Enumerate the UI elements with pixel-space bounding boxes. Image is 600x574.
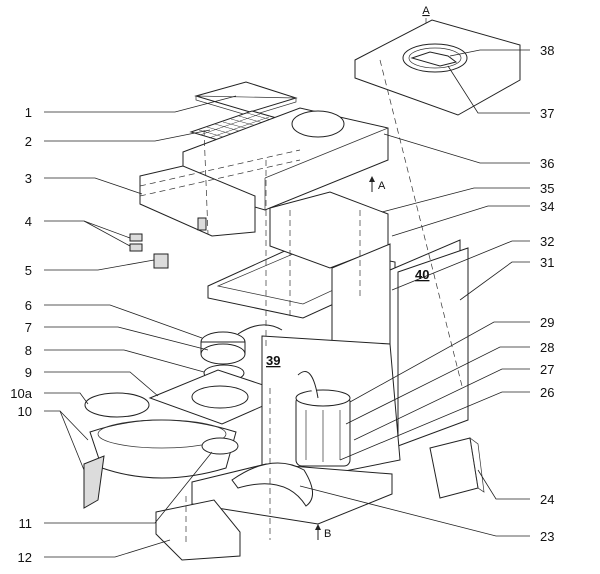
switch-part-5 <box>153 253 169 269</box>
part-label-7: 7 <box>25 320 32 335</box>
part-label-38: 38 <box>540 43 554 58</box>
section-mark-b: B <box>324 528 331 540</box>
part-label-5: 5 <box>25 263 32 278</box>
switches <box>129 233 169 269</box>
part-label-31: 31 <box>540 255 554 270</box>
part-label-40: 40 <box>415 267 429 282</box>
side-panel-part-31 <box>397 247 469 447</box>
upper-housing-opening <box>291 110 345 138</box>
funnel-assembly <box>83 392 239 509</box>
part-label-10a: 10a <box>10 386 32 401</box>
part-label-32: 32 <box>540 234 554 249</box>
part-label-9: 9 <box>25 365 32 380</box>
detail-clip <box>410 51 458 67</box>
section-mark-a-top: A <box>422 5 430 17</box>
part-label-36: 36 <box>540 156 554 171</box>
part-label-4: 4 <box>25 214 32 229</box>
part-label-23: 23 <box>540 529 554 544</box>
leader-lines <box>44 49 530 558</box>
section-arrows: A B <box>315 176 386 540</box>
boiler-assembly: 39 <box>261 335 401 481</box>
upper-housing <box>139 107 389 237</box>
cover-part-24 <box>429 437 479 499</box>
assembly-guide-lines <box>185 59 463 544</box>
part-label-2: 2 <box>25 134 32 149</box>
filter-paper-part-10a <box>84 392 150 418</box>
switch-part-4b <box>129 243 143 252</box>
part-label-1: 1 <box>25 105 32 120</box>
part-label-6: 6 <box>25 298 32 313</box>
part-label-39: 39 <box>266 353 280 368</box>
section-mark-a: A <box>378 180 386 192</box>
hose-part-6 <box>237 324 283 335</box>
part-label-10: 10 <box>18 404 32 419</box>
drawer-part-12 <box>155 499 241 561</box>
part-label-24: 24 <box>540 492 554 507</box>
part-label-27: 27 <box>540 362 554 377</box>
side-panels: 40 <box>389 239 469 447</box>
part-label-12: 12 <box>18 550 32 565</box>
front-panel-part-3 <box>139 165 256 237</box>
base-assembly <box>155 437 485 561</box>
gasket-ring-part-23 <box>231 462 313 507</box>
part-label-35: 35 <box>540 181 554 196</box>
boiler-hose-part-39 <box>297 371 319 399</box>
part-label-29: 29 <box>540 315 554 330</box>
part-label-37: 37 <box>540 106 554 121</box>
part-label-8: 8 <box>25 343 32 358</box>
drip-tray-assembly <box>207 191 396 371</box>
brew-head-assembly <box>148 324 292 425</box>
part-label-34: 34 <box>540 199 554 214</box>
part-label-28: 28 <box>540 340 554 355</box>
part-labels: 1 2 3 4 5 6 7 8 9 10a 10 11 12 38 37 36 … <box>10 43 554 565</box>
detail-view-a: A <box>354 5 521 116</box>
part-label-11: 11 <box>19 516 33 531</box>
funnel-handle <box>83 455 105 509</box>
funnel-holder-part-11 <box>201 437 239 455</box>
part-label-26: 26 <box>540 385 554 400</box>
switch-part-4a <box>129 233 143 242</box>
part-label-3: 3 <box>25 171 32 186</box>
front-panel-switch-slot <box>197 217 207 231</box>
